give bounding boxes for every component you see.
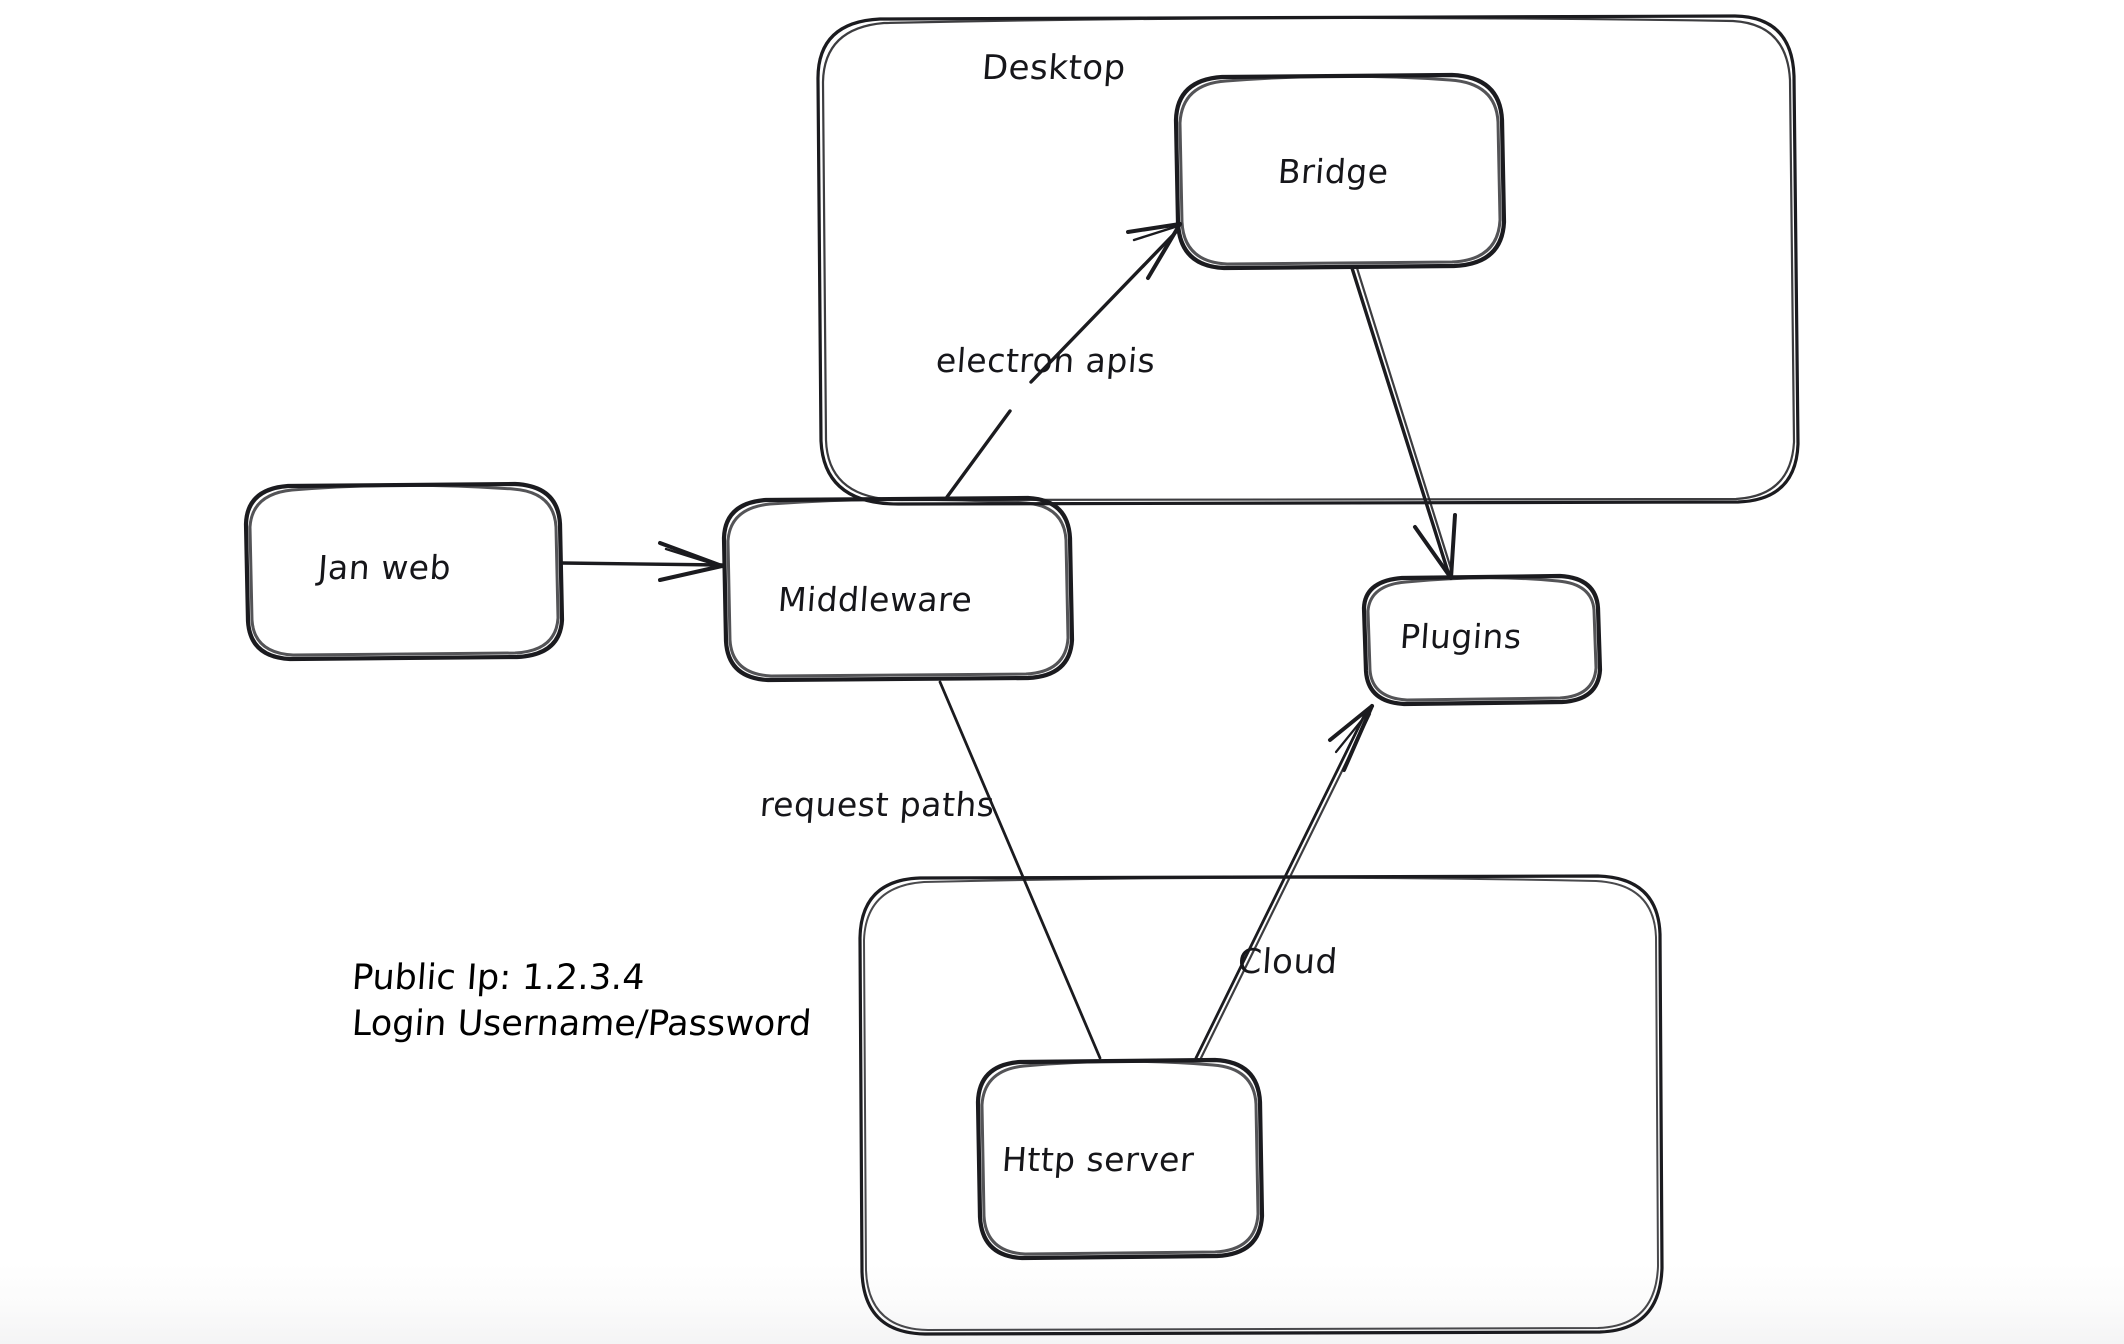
container-label-desktop: Desktop xyxy=(980,48,1128,88)
node-plugins-shape xyxy=(1361,573,1603,707)
node-middleware-shape xyxy=(721,495,1075,683)
edge-label-request-paths: request paths xyxy=(758,785,997,824)
node-label-middleware: Middleware xyxy=(776,580,974,619)
note-public-ip: Public Ip: 1.2.3.4 xyxy=(352,958,647,998)
node-http-server-shape xyxy=(975,1057,1265,1261)
container-cloud-shape xyxy=(858,874,1664,1336)
edge-label-electron-apis: electron apis xyxy=(934,341,1157,380)
node-label-bridge: Bridge xyxy=(1276,152,1390,191)
node-bridge-shape xyxy=(1173,72,1507,271)
edge-middleware-to-http-server xyxy=(938,680,1102,1060)
node-label-http-server: Http server xyxy=(1000,1140,1196,1179)
node-label-jan-web: Jan web xyxy=(316,548,453,587)
edge-middleware-to-bridge xyxy=(945,222,1182,499)
edge-http-server-to-plugins xyxy=(1194,704,1374,1060)
container-desktop-shape xyxy=(816,14,1800,506)
edge-jan-web-to-middleware xyxy=(560,541,724,582)
node-label-plugins: Plugins xyxy=(1398,617,1524,656)
notes-block: Public Ip: 1.2.3.4 Login Username/Passwo… xyxy=(352,955,872,1047)
container-label-cloud: Cloud xyxy=(1236,942,1340,982)
node-jan-web-shape xyxy=(243,481,565,662)
edge-bridge-to-plugins xyxy=(1350,266,1457,580)
note-login: Login Username/Password xyxy=(352,1004,813,1045)
